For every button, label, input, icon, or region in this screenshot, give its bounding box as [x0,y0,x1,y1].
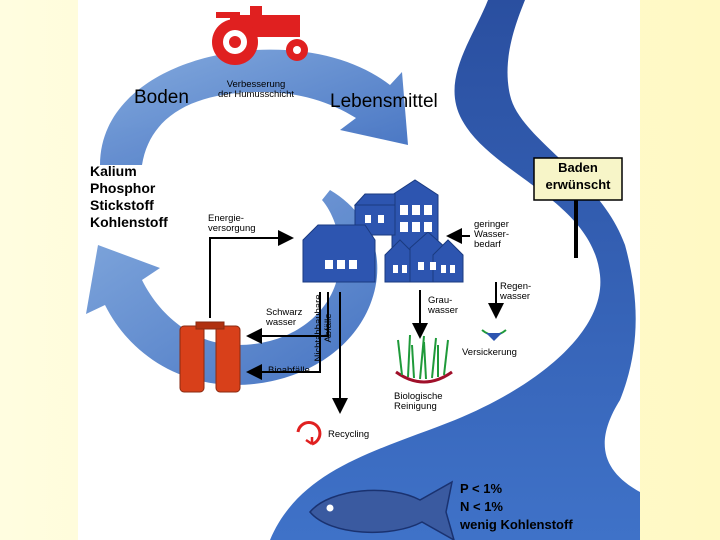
label-verbesserung: Verbesserung der Humusschicht [218,79,295,100]
fish-icon [309,480,455,540]
houses-icon [302,179,464,283]
water-c: wenig Kohlenstoff [460,517,573,532]
label-grauwasser: Grau- wasser [428,295,459,316]
label-schwarzwasser: Schwarz wasser [266,307,303,328]
label-stickstoff: Stickstoff [90,197,154,213]
water-p: P < 1% [460,481,503,496]
label-kalium: Kalium [90,163,137,179]
label-biologische: Biologische Reinigung [394,391,443,412]
label-kohlenstoff: Kohlenstoff [90,214,168,230]
reeds-icon [395,334,453,384]
label-boden: Boden [134,87,189,108]
label-regenwasser: Regen- wasser [500,281,532,302]
blackwater-arrow [246,292,329,344]
biowaste-arrow [246,292,321,380]
label-energie: Energie- versorgung [208,213,256,234]
label-bioabfaelle: Bioabfälle [268,365,310,376]
label-versickerung: Versickerung [462,347,517,358]
label-lebensmittel: Lebensmittel [330,91,438,112]
sign-line2: erwünscht [545,177,611,192]
tanks-icon [179,321,241,393]
sign-icon [533,157,623,258]
river [270,0,640,540]
energy-arrow [209,230,294,318]
flow-arrows [209,228,504,414]
label-recycling: Recycling [328,429,370,440]
label-wasserbedarf: geringer Wasser- bedarf [474,219,510,250]
water-n: N < 1% [460,499,503,514]
label-nichtabbaubare: Nichtabbaubare Abfälle [313,294,334,362]
recycling-icon [296,420,322,446]
tractor-icon [212,6,308,65]
label-phosphor: Phosphor [90,180,156,196]
infiltration-icon [481,329,507,341]
sign-line1: Baden [558,160,598,175]
